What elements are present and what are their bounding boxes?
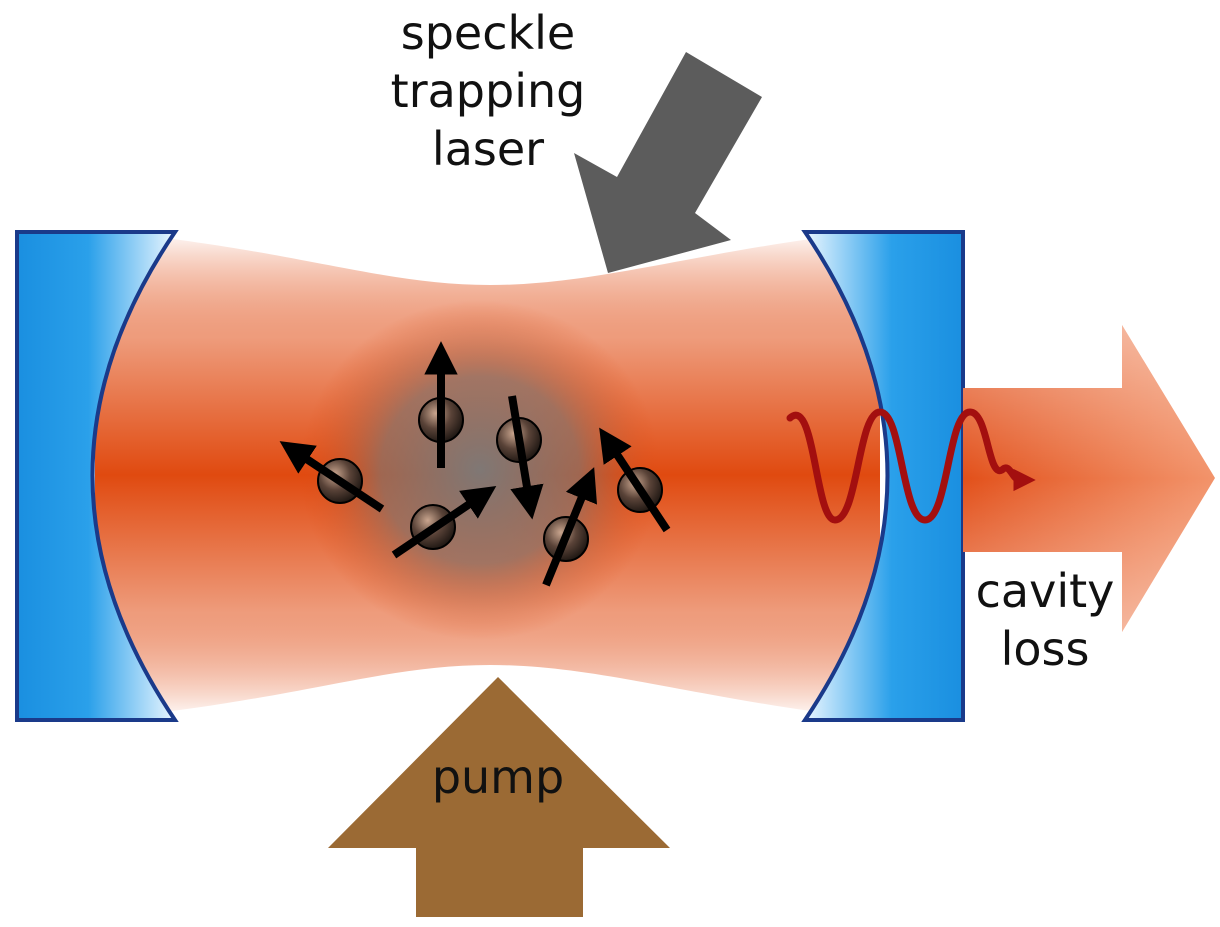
- spin-arrow: [542, 467, 598, 587]
- trapping-laser-label-line-2: trapping: [390, 64, 586, 118]
- spin-arrow: [391, 485, 497, 559]
- right-mirror: [801, 230, 965, 722]
- cavity-loss-arrow: [963, 325, 1215, 632]
- cavity-loss-label-line-2: loss: [1000, 622, 1090, 676]
- emitted-wave: [786, 408, 1036, 524]
- trapping-laser-arrow: [574, 52, 762, 273]
- trapping-laser-label-line-3: laser: [431, 122, 545, 176]
- cavity-loss-label-line-1: cavity: [975, 564, 1115, 618]
- left-mirror: [15, 230, 179, 722]
- trapping-laser-label-line-1: speckle: [400, 6, 576, 60]
- atoms-group: [279, 341, 671, 587]
- pump-arrow: [328, 677, 670, 917]
- trapping-laser-label: speckle trapping laser: [368, 4, 608, 178]
- spin-arrow: [599, 427, 671, 533]
- cavity-loss-label: cavity loss: [965, 562, 1125, 678]
- spin-arrow: [279, 441, 385, 513]
- spin-arrow: [508, 395, 544, 520]
- pump-label: pump: [431, 750, 565, 804]
